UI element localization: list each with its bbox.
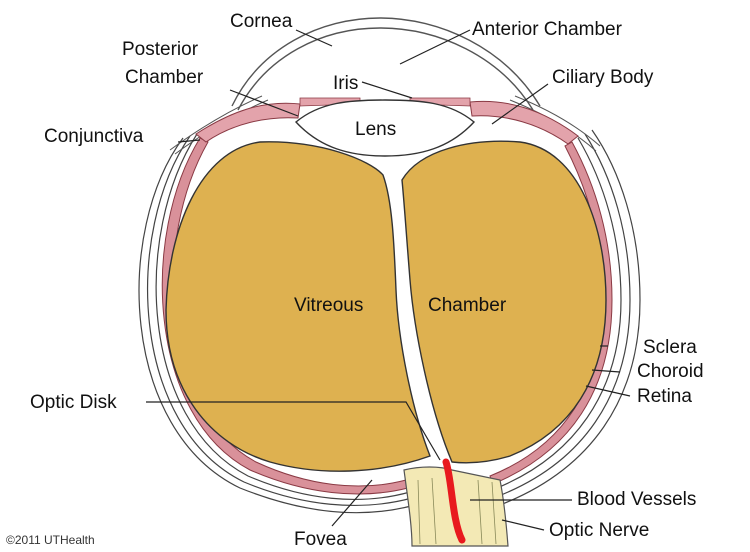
label-blood-vessels: Blood Vessels (577, 490, 696, 509)
label-posterior-chamber-1: Posterior (122, 40, 198, 59)
ciliary-body-right (470, 101, 578, 144)
label-chamber: Chamber (428, 296, 506, 315)
label-vitreous: Vitreous (294, 296, 363, 315)
label-anterior-chamber: Anterior Chamber (472, 20, 622, 39)
label-optic-disk: Optic Disk (30, 393, 117, 412)
label-choroid: Choroid (637, 362, 704, 381)
copyright-text: ©2011 UTHealth (6, 533, 95, 547)
label-retina: Retina (637, 387, 692, 406)
label-lens: Lens (355, 120, 396, 139)
label-optic-nerve: Optic Nerve (549, 521, 649, 540)
label-conjunctiva: Conjunctiva (44, 127, 143, 146)
label-fovea: Fovea (294, 530, 347, 549)
label-sclera: Sclera (643, 338, 697, 357)
label-iris: Iris (333, 74, 358, 93)
label-ciliary-body: Ciliary Body (552, 68, 653, 87)
label-posterior-chamber-2: Chamber (125, 68, 203, 87)
label-cornea: Cornea (230, 12, 292, 31)
